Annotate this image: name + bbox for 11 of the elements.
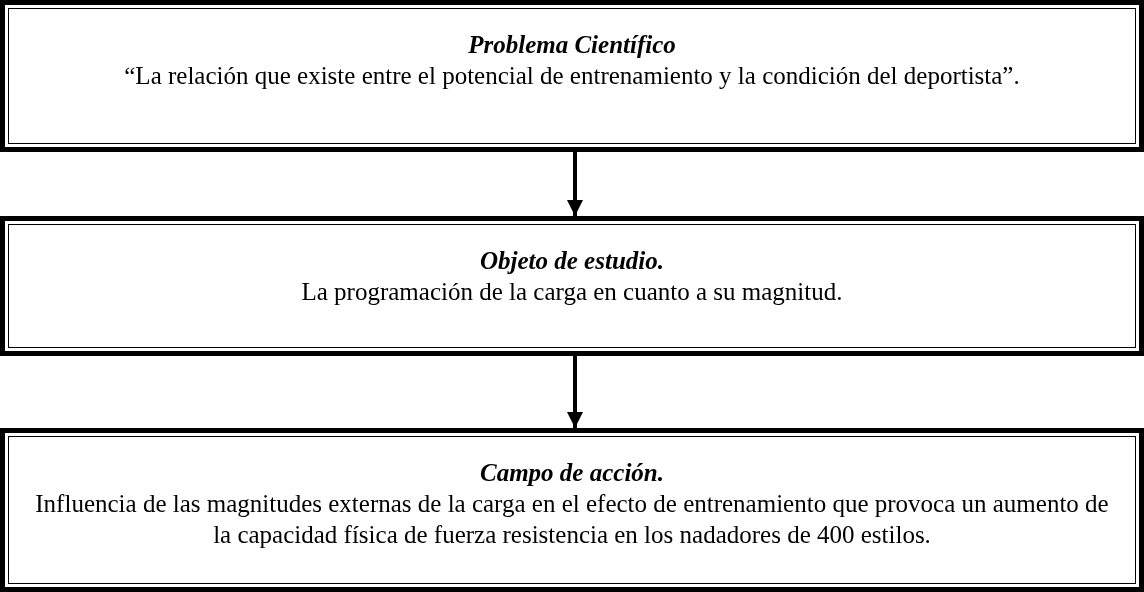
- arrow: [567, 152, 583, 216]
- box-text: “La relación que existe entre el potencial de entrenamiento y la condición del deportista”.: [124, 61, 1020, 91]
- process-box: [0, 216, 1144, 356]
- process-box: [0, 0, 1144, 152]
- box-heading: Campo de acción.: [480, 458, 664, 488]
- box-heading: Problema Científico: [468, 30, 676, 60]
- arrow: [567, 356, 583, 428]
- box-text: Influencia de las magnitudes externas de la carga en el efecto de entrenamiento que provoca un aumento de la capacidad física de fuerza resistencia en los nadadores de 400 estilos.: [34, 489, 1110, 550]
- box-text: La programación de la carga en cuanto a su magnitud.: [301, 277, 843, 307]
- process-box: [0, 428, 1144, 592]
- box-heading: Objeto de estudio.: [480, 246, 664, 276]
